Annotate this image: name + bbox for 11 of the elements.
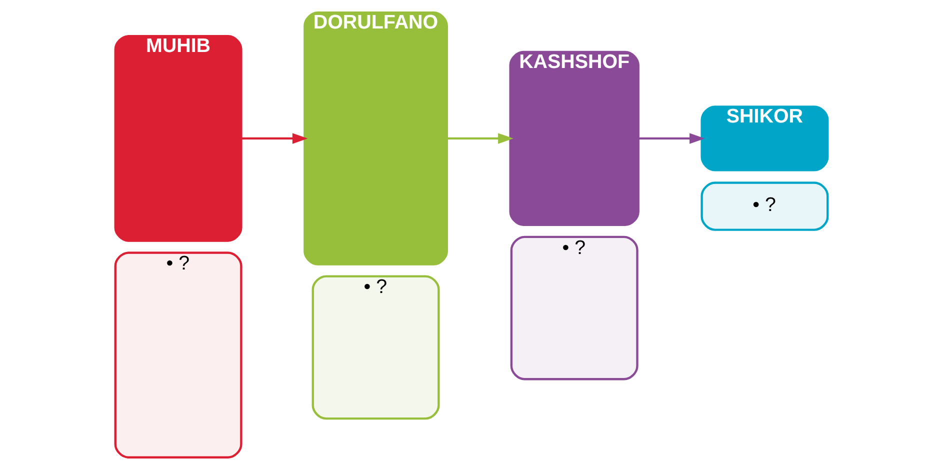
- arrow: [638, 133, 704, 144]
- node-box: • ?: [311, 275, 440, 420]
- node-box: SHIKOR: [700, 106, 828, 172]
- node-box: • ?: [510, 236, 638, 380]
- arrow: [446, 133, 513, 144]
- node-box: • ?: [700, 182, 828, 231]
- node-box: • ?: [114, 252, 242, 458]
- node-box: KASHSHOF: [508, 50, 639, 226]
- node-box: MUHIB: [114, 35, 242, 242]
- node-box: DORULFANO: [303, 12, 448, 266]
- arrow: [241, 133, 308, 144]
